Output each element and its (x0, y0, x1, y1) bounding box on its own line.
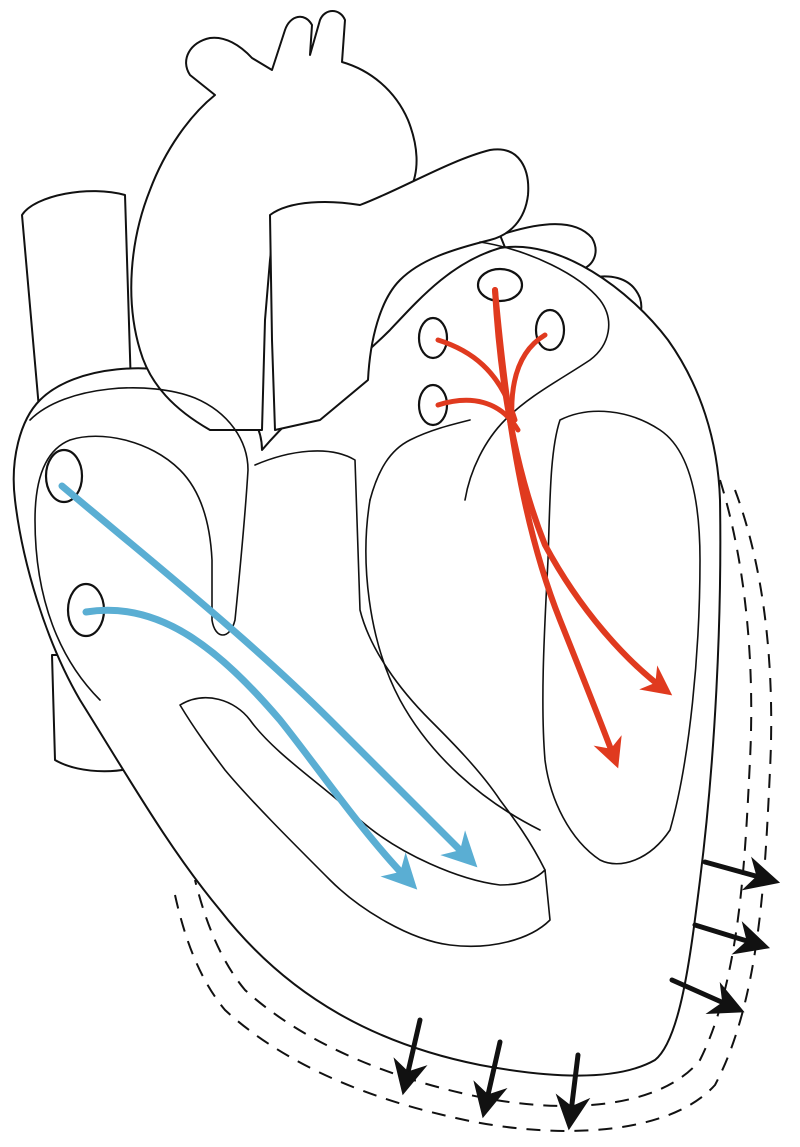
vein-opening (419, 318, 447, 358)
contraction-arrow-icon (705, 862, 770, 880)
vein-opening (536, 310, 564, 350)
contraction-arrow-icon (695, 925, 760, 945)
vein-opening (478, 269, 522, 301)
